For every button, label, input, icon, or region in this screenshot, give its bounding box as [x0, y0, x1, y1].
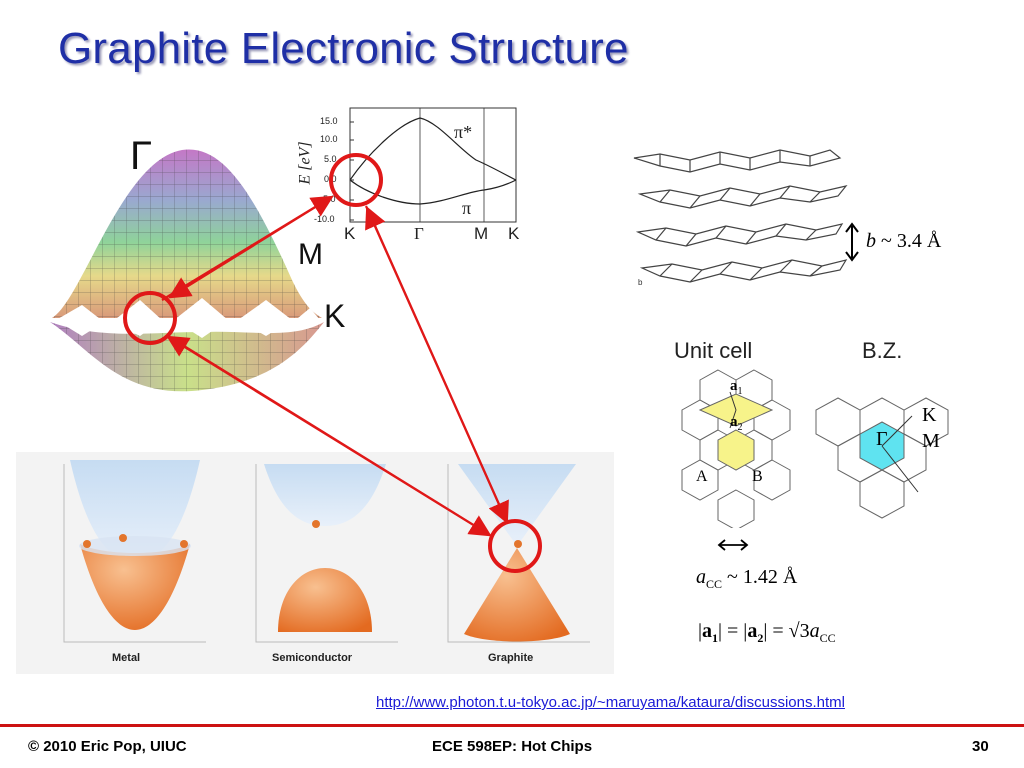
lc-a2: a [747, 620, 758, 642]
y-tick-5: 5.0 [324, 154, 337, 164]
bond-arrow-graphic [717, 539, 749, 551]
a1-label: a1 [730, 378, 743, 397]
x-tick-m: M [474, 224, 489, 243]
lattice-graphic [681, 369, 949, 528]
band-surface-graphic [50, 149, 324, 392]
a2-label: a2 [730, 414, 743, 433]
surface-dirac-circle [123, 291, 177, 345]
bond-value: ~ 1.42 Å [727, 566, 798, 588]
bz-title: B.Z. [862, 338, 903, 363]
bond-length-label: aCC ~ 1.42 Å [696, 566, 797, 592]
lc-rhs-sub: CC [819, 631, 836, 645]
layer-figure-tag: b [638, 278, 643, 287]
footer-course: ECE 598EP: Hot Chips [432, 738, 593, 755]
bz-m-label: M [922, 430, 940, 452]
slide-title: Graphite Electronic Structure [58, 24, 629, 73]
unit-cell-title: Unit cell [674, 338, 753, 363]
lattice-constant-formula: |a1| = |a2| = √3aCC [698, 620, 836, 645]
footer-page-number: 30 [972, 738, 989, 755]
gamma-label: Γ [130, 134, 153, 178]
pi-label: π [462, 198, 472, 218]
arrow-cone-to-surface [166, 335, 489, 535]
band-surface-plot: Γ M K [42, 100, 402, 402]
bond-symbol: a [696, 566, 706, 588]
graphite-layers-graphic [633, 149, 859, 283]
graphite-layers-figure: b b ~ 3.4 Å [630, 140, 970, 300]
arrow-band-to-surface [168, 197, 331, 299]
lattice-figure: Unit cell B.Z. [668, 334, 982, 528]
x-tick-k1: K [344, 224, 356, 243]
y-tick-m10: -10.0 [314, 214, 335, 224]
lc-a1: a [702, 620, 713, 642]
site-a-label: A [696, 468, 708, 485]
m-label: M [298, 238, 323, 271]
cones-graphic [63, 460, 590, 643]
lc-rhs-a: a [809, 620, 820, 642]
y-tick-10: 10.0 [320, 134, 338, 144]
cones-figure: Metal Semiconductor Graphite [16, 452, 614, 674]
source-link[interactable]: http://www.photon.t.u-tokyo.ac.jp/~maruy… [376, 694, 845, 711]
a1-sub: 1 [737, 386, 743, 397]
footer-divider [0, 724, 1024, 727]
semiconductor-label: Semiconductor [272, 652, 353, 664]
band-dirac-circle [329, 153, 383, 207]
bond-sub: CC [706, 577, 723, 591]
layer-spacing-value: ~ 3.4 Å [881, 230, 942, 252]
a2-sub: 2 [737, 422, 743, 433]
bond-arrow [716, 538, 750, 557]
site-b-label: B [752, 468, 763, 485]
layer-spacing-label: b ~ 3.4 Å [866, 230, 941, 253]
graphite-label: Graphite [488, 652, 534, 664]
layer-spacing-symbol: b [866, 230, 876, 252]
lc-a1-sub: 1 [712, 631, 719, 645]
metal-label: Metal [112, 652, 141, 664]
bz-k-label: K [922, 404, 937, 426]
bz-gamma-label: Γ [876, 428, 888, 450]
lc-a2-sub: 2 [757, 631, 764, 645]
arrow-cone-to-band [365, 205, 508, 521]
a1-symbol: a [730, 378, 738, 394]
a2-symbol: a [730, 414, 738, 430]
x-tick-k2: K [508, 224, 520, 243]
pi-star-label: π* [454, 122, 473, 142]
footer-copyright: © 2010 Eric Pop, UIUC [28, 738, 187, 755]
x-tick-gamma: Γ [414, 224, 424, 243]
k-label: K [324, 298, 346, 334]
y-tick-15: 15.0 [320, 116, 338, 126]
cone-dirac-circle [488, 519, 542, 573]
lc-rhs: = √3 [772, 620, 810, 642]
